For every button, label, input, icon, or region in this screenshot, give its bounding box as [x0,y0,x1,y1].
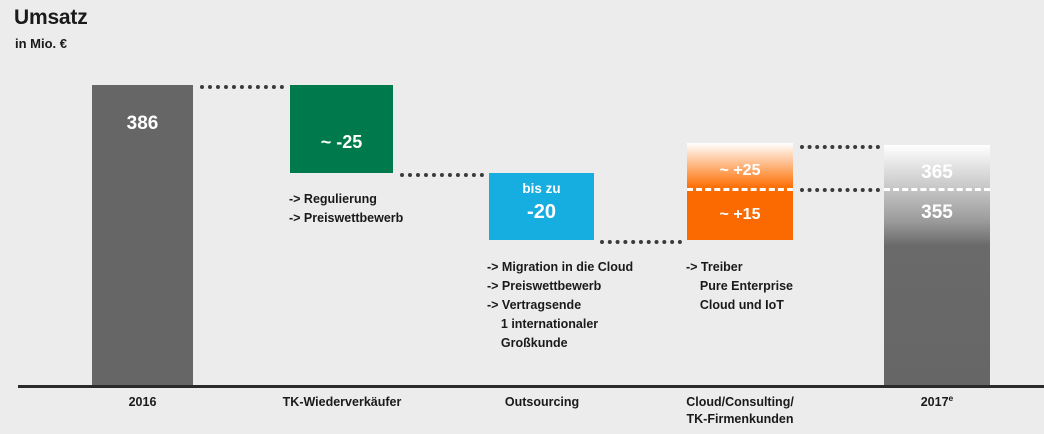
range-divider-2017e [884,188,990,191]
connector-line-2 [400,173,484,177]
bar-outsourcing: bis zu -20 [489,173,594,240]
bar-value-minus-25: ~ -25 [320,132,363,152]
axis-label-cloud-consulting-line1: Cloud/Consulting/ [686,395,794,409]
annotation-cloud-consulting: -> Treiber Pure Enterprise Cloud und IoT [686,260,793,312]
annotation-tk-wiederverkaeufer: -> Regulierung -> Preiswettbewerb [289,192,404,225]
axis-label-2017e-main: 2017 [920,395,949,409]
bar-value-plus-15: ~ +15 [719,206,761,223]
axis-label-2017e: 2017e [884,394,990,411]
bar-value-355: 355 [921,202,953,223]
page-title: Umsatz [14,6,88,29]
range-divider-orange [687,188,793,191]
axis-label-2017e-superscript: e [948,392,954,403]
bar-value-plus-25: ~ +25 [719,162,761,179]
connector-line-3 [600,240,682,244]
connector-line-5-lower [800,188,880,192]
bar-label-bis-zu: bis zu [522,181,561,196]
bar-value-minus-20: -20 [527,201,556,223]
axis-label-cloud-consulting: Cloud/Consulting/ TK-Firmenkunden [670,394,810,428]
bar-value-386: 386 [126,113,159,134]
bar-value-365: 365 [921,162,953,183]
bar-2017e-total: 365 355 [884,145,990,385]
axis-label-cloud-consulting-line2: TK-Firmenkunden [686,412,794,426]
axis-label-tk-wiederverkaeufer: TK-Wiederverkäufer [282,395,402,409]
axis-label-2016: 2016 [128,395,157,409]
x-axis-line [18,385,1044,388]
axis-label-outsourcing: Outsourcing [504,395,580,409]
chart-unit-subtitle: in Mio. € [15,36,67,51]
annotation-outsourcing: -> Migration in die Cloud -> Preiswettbe… [487,260,634,350]
bar-tk-wiederverkaeufer: ~ -25 [290,85,393,173]
connector-line-4-upper [800,145,880,149]
bar-cloud-consulting: ~ +25 ~ +15 [687,143,793,240]
connector-line-1 [200,85,284,89]
bar-2016-total: 386 [92,85,193,385]
